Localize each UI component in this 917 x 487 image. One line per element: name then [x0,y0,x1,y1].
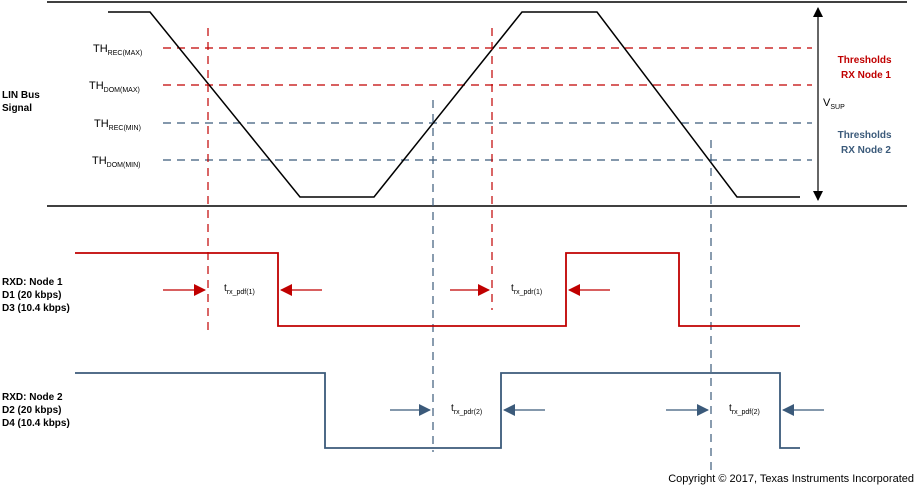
rxd-node1-label: RXD: Node 1 D1 (20 kbps) D3 (10.4 kbps) [2,277,70,314]
timing-label-pdr2: trx_pdr(2) [451,403,482,416]
timing-label-pdf2: trx_pdf(2) [729,403,760,416]
timing-label-pdr1: trx_pdr(1) [511,283,542,296]
threshold-label-dom-max: THDOM(MAX) [89,80,140,94]
thresholds-node1-label: Thresholds RX Node 1 [838,55,895,81]
rxd-node2-label: RXD: Node 2 D2 (20 kbps) D4 (10.4 kbps) [2,392,70,429]
threshold-label-rec-min: THREC(MIN) [94,118,141,132]
rxd-node1-waveform [75,252,800,327]
threshold-label-rec-max: THREC(MAX) [93,43,142,57]
timing-label-pdf1: trx_pdf(1) [224,283,255,296]
lin-bus-waveform [108,11,800,198]
rxd-node2-waveform [75,372,800,449]
thresholds-node2-label: Thresholds RX Node 2 [838,130,895,156]
vsup-label: VSUP [823,97,845,111]
lin-bus-label: LIN Bus Signal [2,90,43,114]
threshold-label-dom-min: THDOM(MIN) [92,155,141,169]
copyright-text: Copyright © 2017, Texas Instruments Inco… [668,473,914,485]
